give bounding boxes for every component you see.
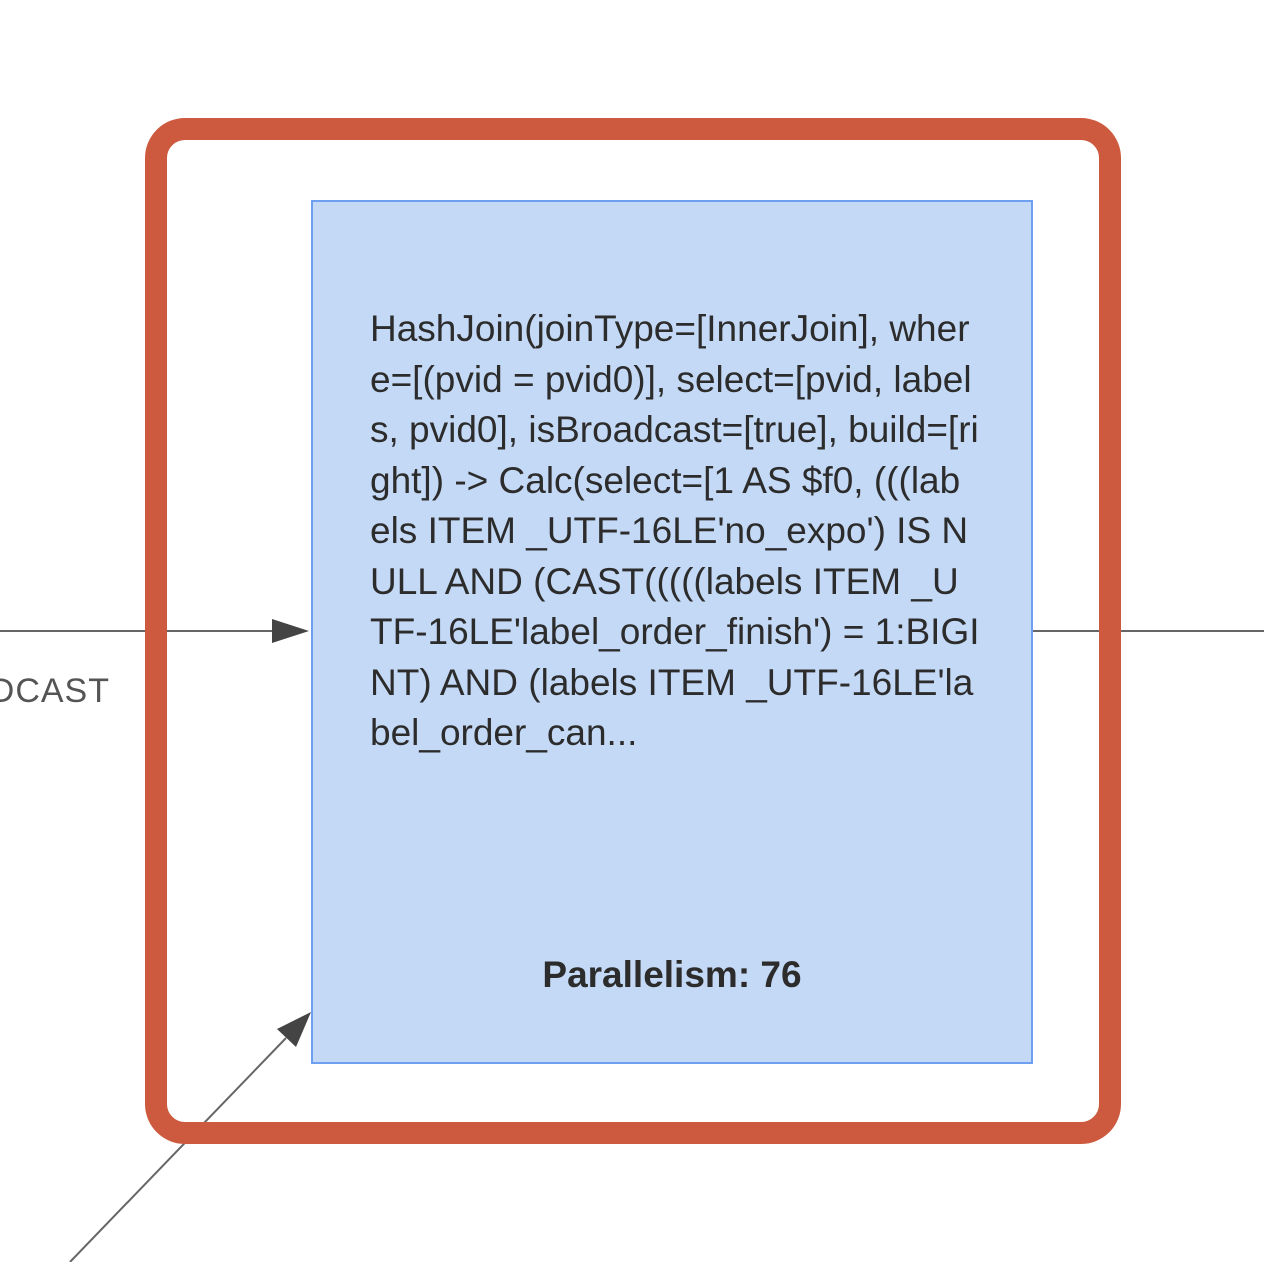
edge-label-broadcast: BROADCAST [0,672,110,710]
node-highlight-frame [145,118,1121,1144]
incoming-edge-bottom-left [69,1037,287,1262]
incoming-edge-left-arrowhead [272,619,309,643]
node-parallelism: Parallelism: 76 [542,954,802,995]
hash-join-node[interactable]: HashJoin(joinType=[InnerJoin], where=[(p… [311,200,1033,1064]
node-description: HashJoin(joinType=[InnerJoin], where=[(p… [370,308,980,753]
incoming-edge-bottom-left-arrowhead [277,1012,311,1047]
